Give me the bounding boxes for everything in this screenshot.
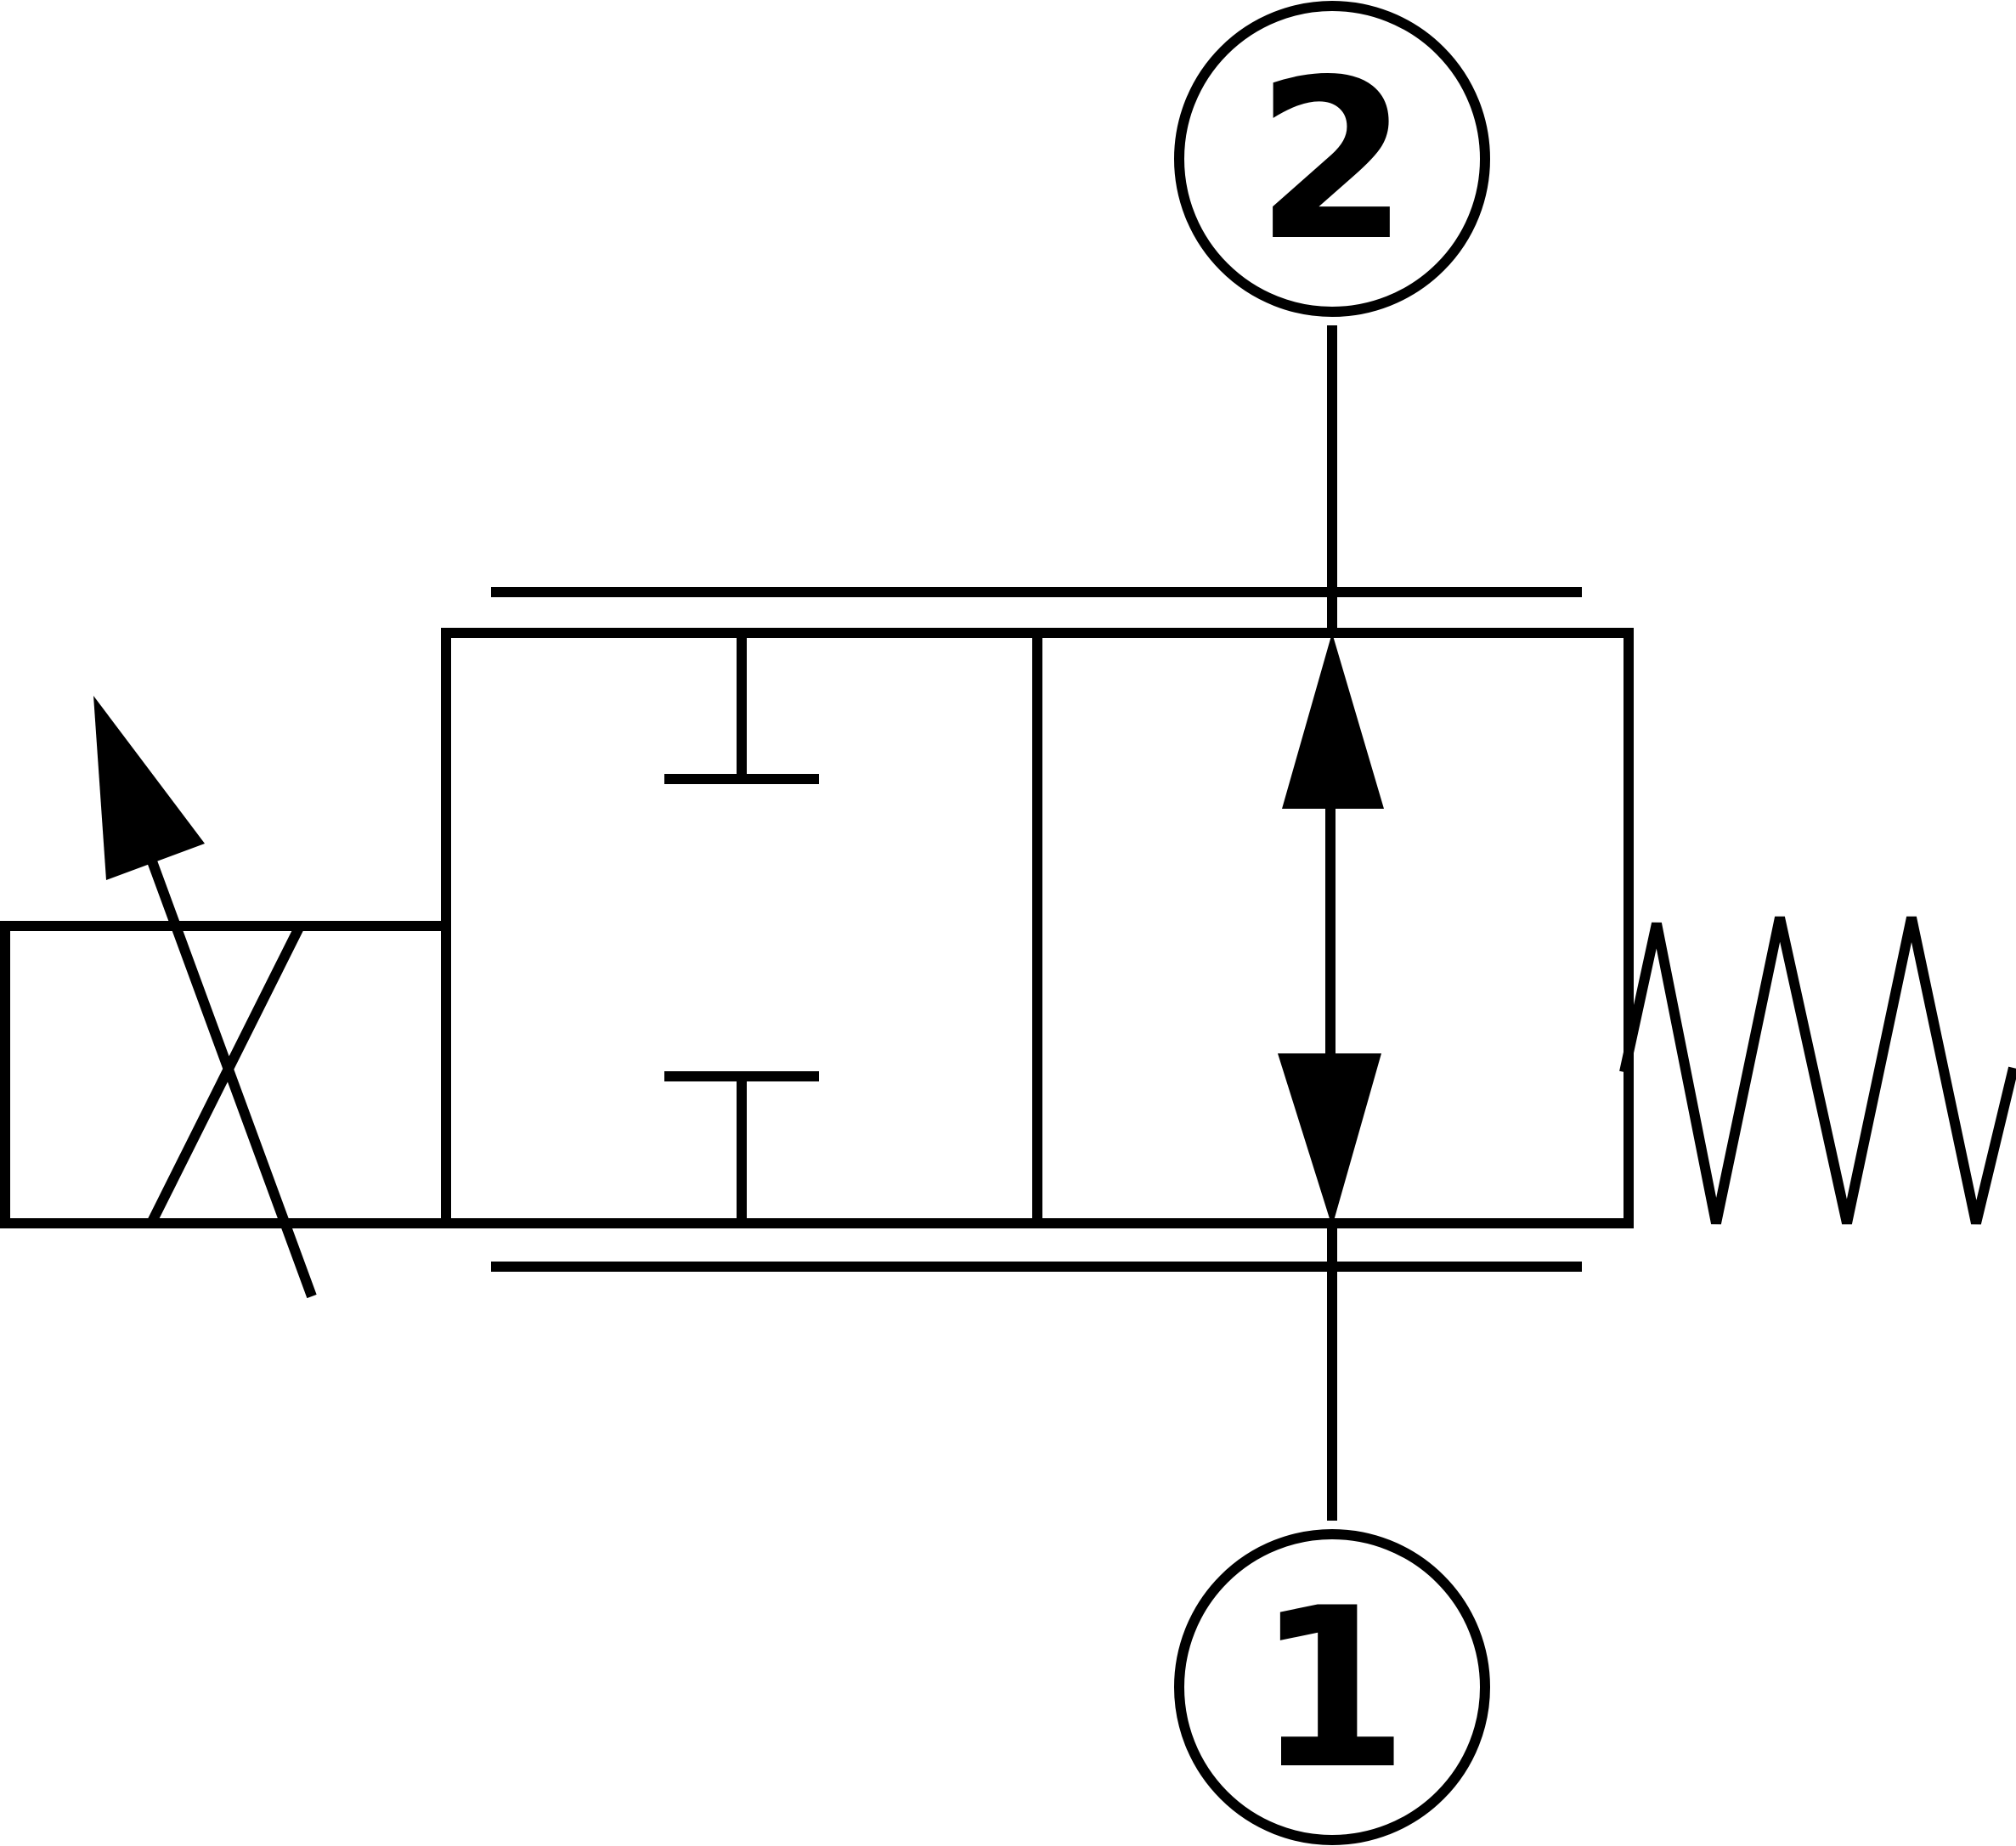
blocked-port-icon	[664, 633, 819, 1223]
solenoid-box	[0, 921, 446, 1228]
flow-arrow-down-icon	[1278, 1053, 1381, 1227]
variable-arrow-head-icon	[93, 696, 205, 880]
schematic-fills	[93, 633, 1384, 1227]
flow-arrow-up-icon	[1282, 633, 1384, 809]
port-1-number: 1	[1256, 1561, 1409, 1818]
variable-solenoid-icon	[0, 850, 446, 1299]
variable-arrow-shaft	[144, 850, 317, 1299]
port-2-circle	[1174, 1, 1490, 317]
spring-icon	[1619, 916, 2016, 1225]
port-2-number: 2	[1256, 33, 1409, 290]
port-1-circle	[1174, 1529, 1490, 1845]
